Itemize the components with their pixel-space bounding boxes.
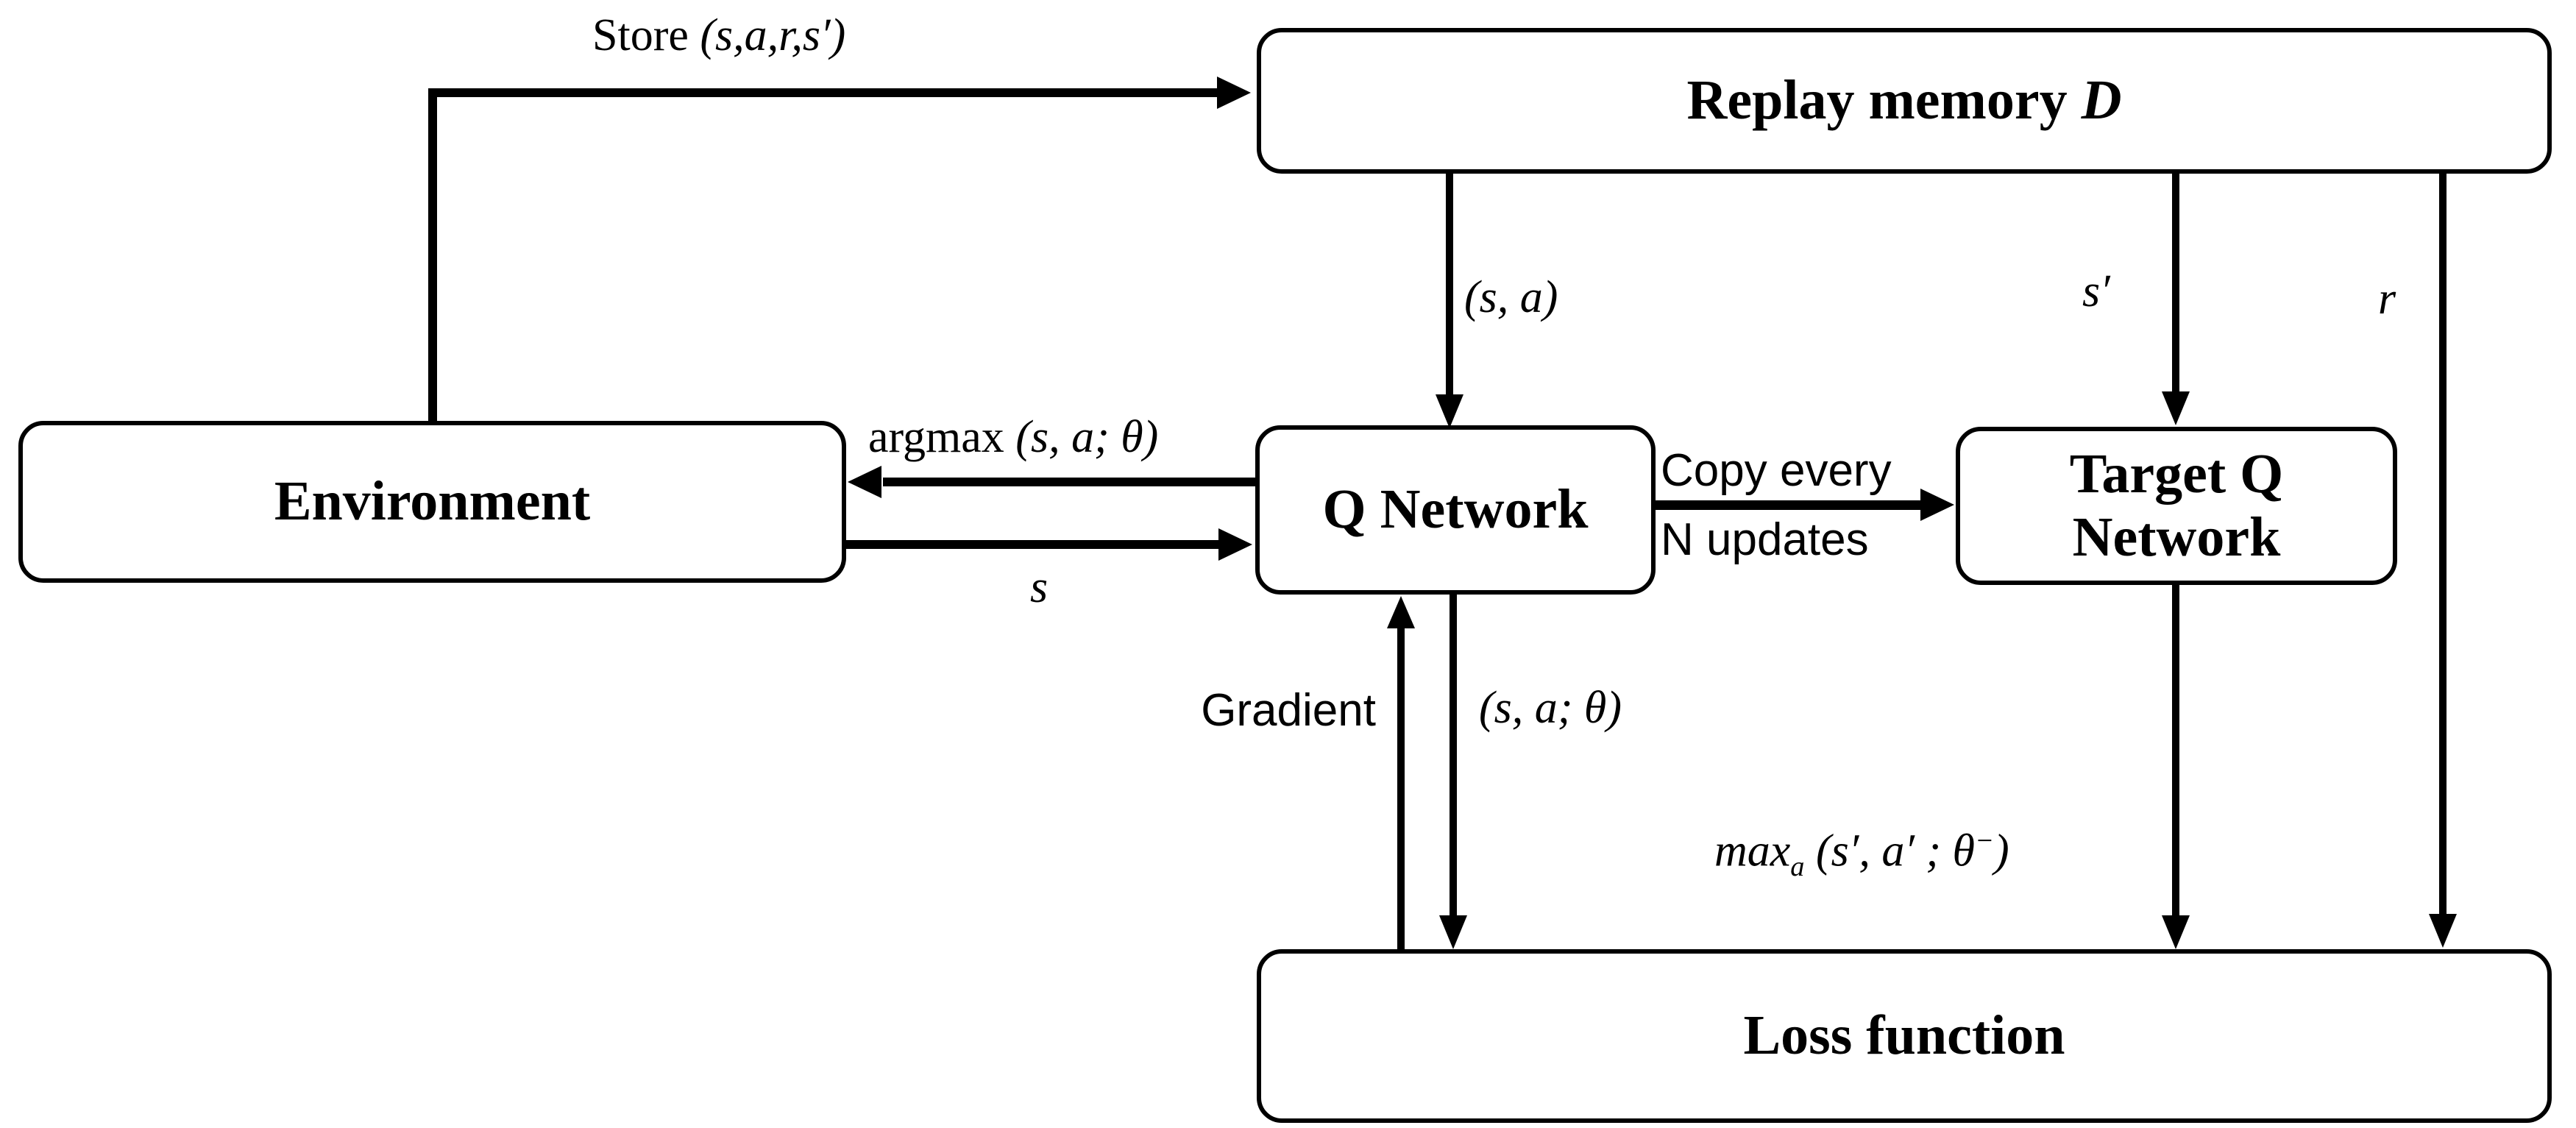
sa-label: (s, a)	[1464, 272, 1558, 322]
argmax-label: argmax (s, a; θ)	[868, 412, 1159, 462]
r-arrow-line	[2439, 174, 2447, 914]
gradient-arrow-line	[1397, 628, 1405, 949]
q-network-label: Q Network	[1322, 478, 1589, 541]
argmax-arrowhead	[848, 466, 881, 498]
store-arrowhead	[1217, 77, 1251, 109]
copy-arrowhead	[1920, 489, 1954, 521]
loss-function-box: Loss function	[1257, 949, 2552, 1123]
s-arrowhead	[1218, 528, 1252, 561]
replay-memory-box: Replay memory D	[1257, 28, 2552, 174]
max-arrow-line	[2172, 585, 2179, 915]
s-prime-arrow-line	[2172, 174, 2179, 391]
copy-arrow-line	[1656, 500, 1920, 510]
sa-arrowhead	[1436, 394, 1463, 428]
max-label: maxa (s′, a′ ; θ−)	[1714, 826, 2009, 883]
gradient-arrowhead	[1387, 596, 1415, 628]
sa-theta-arrowhead	[1439, 915, 1467, 949]
s-arrow-line	[846, 540, 1220, 549]
store-label: Store (s,a,r,s′)	[592, 10, 846, 60]
r-arrowhead	[2429, 914, 2457, 948]
store-arrow-horizontal-segment	[428, 88, 1217, 97]
loss-function-label: Loss function	[1743, 1004, 2065, 1067]
sa-theta-label: (s, a; θ)	[1479, 683, 1622, 733]
s-prime-arrowhead	[2162, 391, 2190, 425]
store-arrow-vertical-segment	[428, 88, 437, 421]
replay-memory-label: Replay memory D	[1686, 69, 2122, 132]
sa-theta-arrow-line	[1450, 595, 1457, 915]
environment-box: Environment	[18, 421, 846, 583]
sa-arrow-line	[1446, 174, 1453, 394]
environment-label: Environment	[274, 470, 591, 533]
s-prime-label: s′	[2082, 266, 2110, 316]
copy-label-line1: Copy every	[1661, 445, 1892, 496]
copy-label-line2: N updates	[1661, 514, 1869, 565]
gradient-label: Gradient	[1201, 685, 1376, 736]
target-q-network-box: Target Q Network	[1956, 427, 2397, 585]
max-arrowhead	[2162, 915, 2190, 949]
argmax-arrow-line	[883, 478, 1255, 486]
q-network-box: Q Network	[1255, 425, 1656, 595]
s-label: s	[1030, 562, 1049, 612]
r-label: r	[2378, 274, 2396, 324]
target-q-network-label: Target Q Network	[2069, 443, 2284, 568]
